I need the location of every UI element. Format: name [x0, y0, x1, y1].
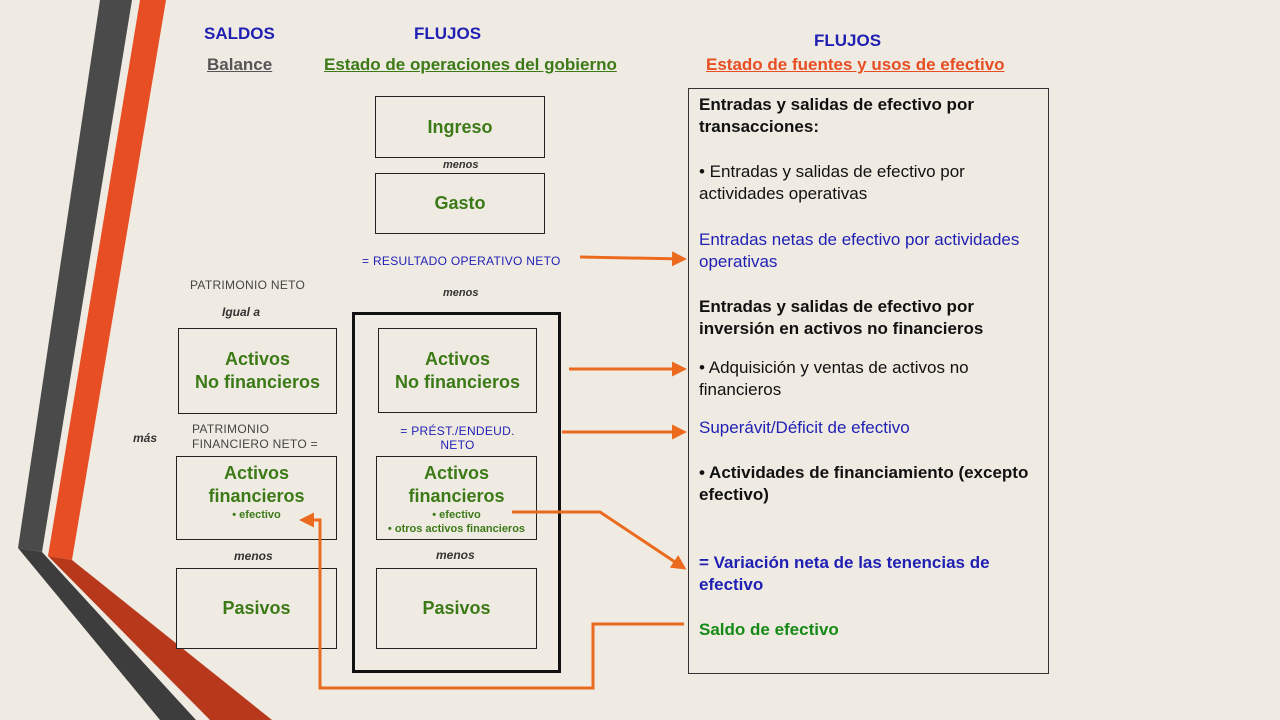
panel-adquisicion-ventas: • Adquisición y ventas de activos no fin… [699, 358, 969, 399]
activos-f-mid-line2: financieros [408, 486, 505, 506]
activos-f-mid-bullet1: • efectivo [432, 509, 481, 521]
box-activos-no-financieros-left: Activos No financieros [178, 328, 337, 414]
box-activos-no-financieros-mid: Activos No financieros [378, 328, 537, 413]
activos-f-mid-line1: Activos [423, 463, 490, 483]
prestamo-line2: NETO [440, 438, 475, 452]
arrow-resultado-operativo [579, 251, 687, 267]
box-pasivos-mid: Pasivos [376, 568, 537, 649]
pasivos-left-label: Pasivos [222, 598, 291, 618]
activos-nf-left-line1: Activos [224, 349, 291, 369]
header-flujos-operaciones: FLUJOS [414, 24, 482, 43]
resultado-operativo-label: = RESULTADO OPERATIVO NETO [362, 254, 561, 268]
activos-f-mid-bullet2: • otros activos financieros [387, 523, 526, 535]
arrow-saldo-efectivo [299, 512, 684, 690]
activos-f-left-bullet1-text: efectivo [239, 509, 281, 521]
panel-inversion-no-financieros: Entradas y salidas de efectivo por inver… [699, 297, 984, 338]
panel-financiamiento: • Actividades de financiamiento (excepto… [699, 463, 1029, 504]
box-ingreso: Ingreso [375, 96, 545, 158]
box-gasto: Gasto [375, 173, 545, 234]
menos-label-left: menos [234, 549, 273, 563]
panel-superavit-deficit: Superávit/Déficit de efectivo [699, 418, 910, 437]
header-saldos: SALDOS [204, 24, 275, 43]
fuentes-usos-panel: Entradas y salidas de efectivo por trans… [688, 88, 1049, 674]
patrimonio-financiero-label: PATRIMONIO FINANCIERO NETO = [192, 422, 318, 452]
menos-label-1: menos [443, 159, 479, 171]
activos-f-mid-bullet2-text: otros activos financieros [394, 523, 526, 535]
panel-saldo-efectivo: Saldo de efectivo [699, 620, 839, 639]
activos-nf-mid-line2: No financieros [394, 371, 521, 392]
menos-label-3: menos [436, 548, 475, 562]
patrimonio-fin-line1: PATRIMONIO [192, 422, 270, 436]
panel-variacion-neta: = Variación neta de las tenencias de efe… [699, 553, 990, 594]
panel-actividades-operativas: • Entradas y salidas de efectivo por act… [699, 162, 965, 203]
prestamo-endeudamiento-label: = PRÉST./ENDEUD. NETO [378, 424, 537, 452]
patrimonio-neto-label: PATRIMONIO NETO [190, 278, 306, 292]
activos-f-left-bullet1: • efectivo [232, 509, 281, 521]
activos-f-mid-bullet1-text: efectivo [439, 509, 481, 521]
panel-entradas-netas: Entradas netas de efectivo por actividad… [699, 230, 1020, 271]
mas-label: más [133, 431, 158, 445]
subheader-balance: Balance [207, 55, 273, 74]
arrow-variacion-efectivo [512, 510, 687, 570]
pasivos-mid-label: Pasivos [422, 598, 491, 618]
gasto-label: Gasto [434, 193, 486, 213]
activos-f-left-line1: Activos [223, 463, 290, 483]
patrimonio-fin-line2: FINANCIERO NETO = [192, 437, 318, 451]
subheader-fuentes: Estado de fuentes y usos de efectivo [706, 55, 1005, 74]
box-activos-financieros-mid: Activos financieros • efectivo • otros a… [376, 456, 537, 540]
subheader-operaciones: Estado de operaciones del gobierno [324, 55, 617, 74]
activos-nf-mid-line1: Activos [424, 348, 491, 369]
igual-a-label: Igual a [222, 305, 261, 319]
decorative-stripes [18, 0, 272, 720]
middle-group-frame [352, 312, 561, 673]
header-flujos-fuentes: FLUJOS [814, 31, 882, 50]
panel-transacciones: Entradas y salidas de efectivo por trans… [699, 95, 974, 136]
activos-nf-left-line2: No financieros [194, 372, 321, 392]
box-pasivos-left: Pasivos [176, 568, 337, 649]
menos-label-2: menos [443, 287, 479, 299]
prestamo-line1: = PRÉST./ENDEUD. [400, 424, 515, 438]
ingreso-label: Ingreso [427, 116, 493, 137]
activos-f-left-line2: financieros [208, 486, 305, 506]
